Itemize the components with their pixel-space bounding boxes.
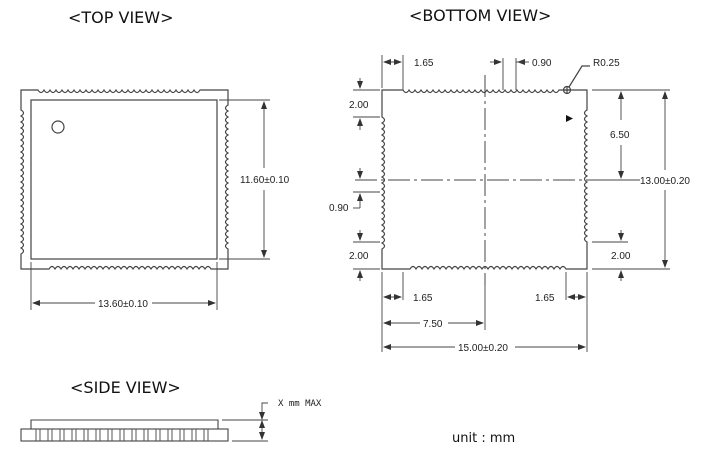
side-view-castellations [35, 429, 209, 441]
bottom-view-title: <BOTTOM VIEW> [409, 6, 552, 25]
corner-radius-dim: R0.25 [593, 58, 620, 69]
edge-left-bottom-dim: 2.00 [349, 251, 369, 262]
pad-offset-top-dim: 1.65 [414, 58, 434, 69]
edge-right-bottom-dim: 2.00 [611, 251, 631, 262]
edge-left-top-dim: 2.00 [349, 100, 369, 111]
bottom-view-outline [380, 88, 589, 271]
total-width-dim: 15.00±0.20 [458, 343, 508, 354]
pad-pitch-dim: 0.90 [532, 58, 552, 69]
side-view-title: <SIDE VIEW> [70, 378, 181, 397]
top-view-shield [30, 99, 218, 260]
unit-label: unit : mm [452, 431, 516, 446]
side-height-dim: X mm MAX [278, 399, 322, 409]
side-view-shield [30, 419, 219, 429]
pad-offset-bottom-right-dim: 1.65 [535, 293, 555, 304]
bottom-view [355, 65, 640, 285]
half-height-dim: 6.50 [610, 130, 630, 141]
side-view-pcb [20, 428, 229, 442]
total-height-dim: 13.00±0.20 [640, 176, 690, 187]
pin1-marker-icon [51, 120, 65, 134]
top-view-title: <TOP VIEW> [68, 8, 174, 27]
pitch-left-dim: 0.90 [329, 203, 349, 214]
bottom-view-dimensions [353, 55, 670, 352]
top-height-dim: 11.60±0.10 [240, 175, 290, 186]
half-width-dim: 7.50 [423, 319, 443, 330]
side-view [20, 402, 268, 442]
top-view-dimensions [30, 99, 270, 310]
top-width-dim: 13.60±0.10 [98, 299, 148, 310]
top-view [19, 88, 230, 271]
orientation-triangle-icon [566, 115, 573, 122]
top-view-outer-outline [19, 88, 230, 271]
pad-offset-bottom-left-dim: 1.65 [413, 293, 433, 304]
